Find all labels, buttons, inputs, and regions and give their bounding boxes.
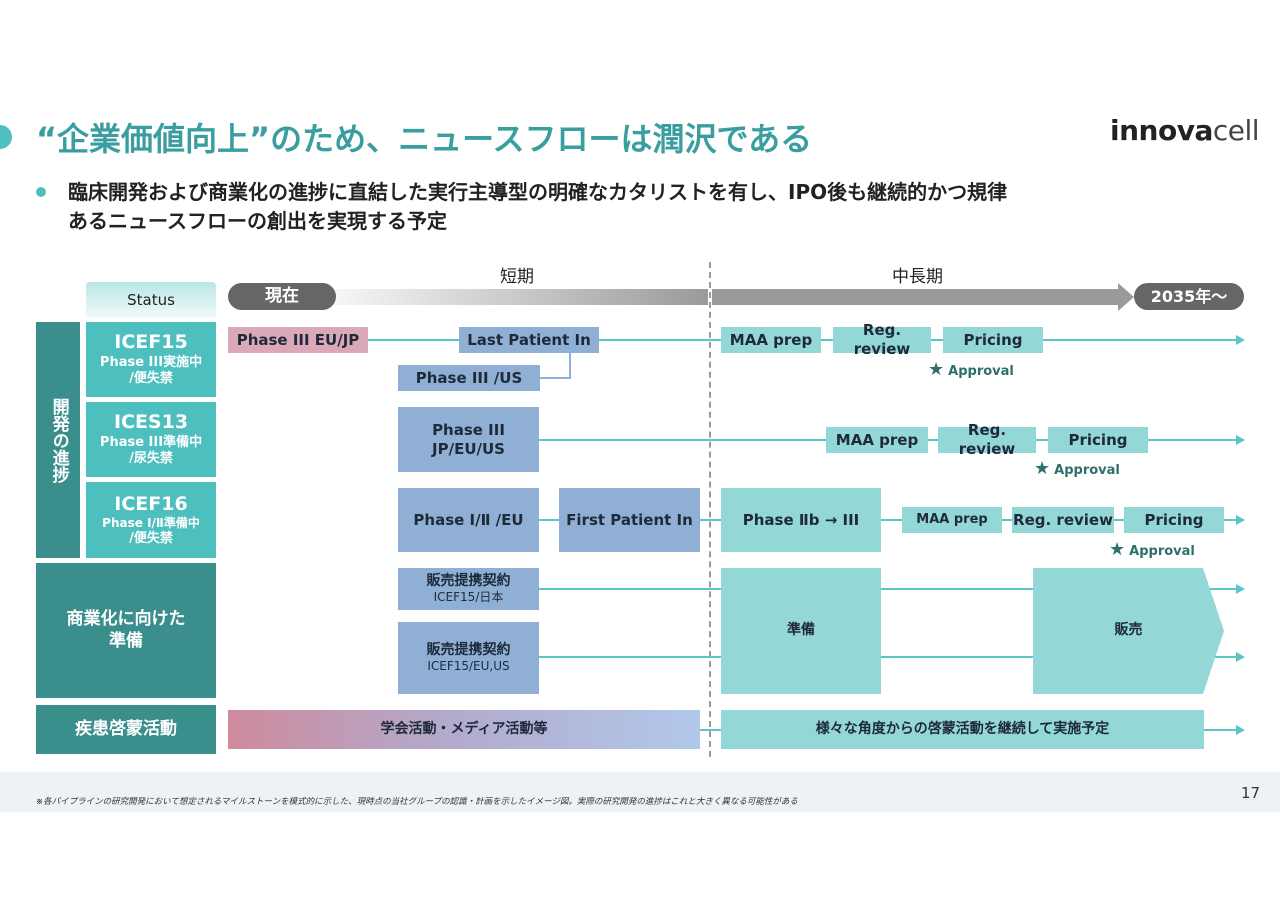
reg-review: Reg. review [833, 321, 931, 358]
bullet-line-1: 臨床開発および商業化の進捗に直結した実行主導型の明確なカタリストを有し、IPO後… [68, 180, 1008, 204]
commercial-line-1 [539, 588, 1236, 590]
company-logo: innovacell [1110, 114, 1260, 147]
end-year-pill: 2035年〜 [1134, 283, 1244, 310]
label-title: 販売提携契約 [426, 641, 511, 658]
mid-long-term-arrow [712, 289, 1120, 305]
page-title: “企業価値向上”のため、ニュースフローは潤沢である [36, 120, 813, 158]
approval-label: Approval [1129, 544, 1195, 559]
phase1-2-eu: Phase Ⅰ/Ⅱ /EU [398, 488, 539, 552]
reg-review: Reg. review [938, 421, 1036, 458]
maa-prep: MAA prep [826, 427, 928, 453]
pipeline-name: ICES13 [113, 411, 189, 434]
logo-part1: innova [1110, 114, 1213, 147]
now-pill: 現在 [228, 283, 336, 310]
footer-band [0, 772, 1280, 812]
footnote: ※各パイプラインの研究開発において想定されるマイルストーンを模式的に示した、現時… [36, 797, 798, 807]
approval-label: Approval [1054, 463, 1120, 478]
label-line: Phase III [432, 420, 505, 439]
pricing: Pricing [1124, 507, 1224, 533]
arrow-icon [1236, 652, 1245, 662]
phase2b-3: Phase Ⅱb → III [721, 488, 881, 552]
approval-milestone: ★Approval [1034, 458, 1120, 479]
phase3-us: Phase III /US [398, 365, 540, 391]
pipeline-name: ICEF15 [114, 331, 188, 354]
short-term-arrow [300, 289, 708, 305]
reg-review: Reg. review [1012, 507, 1114, 533]
maa-prep: MAA prep [902, 507, 1002, 533]
first-patient-in: First Patient In [559, 488, 700, 552]
pipeline-indication: /便失禁 [129, 371, 173, 387]
approval-milestone: ★Approval [928, 359, 1014, 380]
pipeline-status: Phase III実施中 [99, 355, 203, 371]
divider-dashed [709, 262, 711, 757]
sales: 販売 [1033, 568, 1224, 694]
pricing: Pricing [943, 327, 1043, 353]
section-development-label: 開発の進捗 [48, 397, 69, 483]
commercial-line-2 [539, 656, 1236, 658]
pipeline-indication: /尿失禁 [129, 451, 173, 467]
section-commercial: 商業化に向けた準備 [36, 563, 216, 698]
awareness-short-term: 学会活動・メディア活動等 [228, 710, 700, 749]
approval-milestone: ★Approval [1109, 539, 1195, 560]
pricing: Pricing [1048, 427, 1148, 453]
logo-part2: cell [1212, 114, 1260, 147]
last-patient-in: Last Patient In [459, 327, 599, 353]
star-icon: ★ [928, 359, 945, 380]
arrow-icon [1236, 515, 1245, 525]
short-term-label: 短期 [500, 267, 534, 287]
pipeline-indication: /便失禁 [129, 531, 173, 547]
approval-label: Approval [948, 364, 1014, 379]
maa-prep: MAA prep [721, 327, 821, 353]
status-header: Status [86, 282, 216, 318]
section-development: 開発の進捗 [36, 322, 80, 558]
arrow-icon [1236, 725, 1245, 735]
section-awareness: 疾患啓蒙活動 [36, 705, 216, 754]
row3-line [539, 519, 1236, 521]
arrow-head [1118, 283, 1134, 311]
pipeline-name: ICEF16 [114, 492, 188, 515]
bullet-line-2: あるニュースフローの創出を実現する予定 [68, 209, 447, 233]
arrow-icon [1236, 584, 1245, 594]
label-sub: ICEF15/日本 [433, 590, 504, 605]
arrow-icon [1236, 335, 1245, 345]
awareness-long-term: 様々な角度からの啓蒙活動を継続して実施予定 [721, 710, 1204, 749]
star-icon: ★ [1034, 458, 1051, 479]
arrow-icon [1236, 435, 1245, 445]
pipeline-status: Phase III準備中 [99, 435, 203, 451]
bullet-text: 臨床開発および商業化の進捗に直結した実行主導型の明確なカタリストを有し、IPO後… [68, 178, 1007, 236]
phase3-eu-jp: Phase III EU/JP [228, 327, 368, 353]
connector-line [540, 353, 571, 379]
pipeline-status: Phase Ⅰ/Ⅱ準備中 [102, 516, 200, 531]
page-number: 17 [1241, 784, 1261, 802]
label-sub: ICEF15/EU,US [427, 659, 510, 674]
title-dot [0, 125, 12, 149]
bullet-dot [36, 187, 46, 197]
mid-long-term-label: 中長期 [892, 267, 943, 287]
preparation: 準備 [721, 568, 881, 694]
star-icon: ★ [1109, 539, 1126, 560]
label-title: 販売提携契約 [426, 572, 511, 589]
label-line: JP/EU/US [432, 439, 505, 458]
